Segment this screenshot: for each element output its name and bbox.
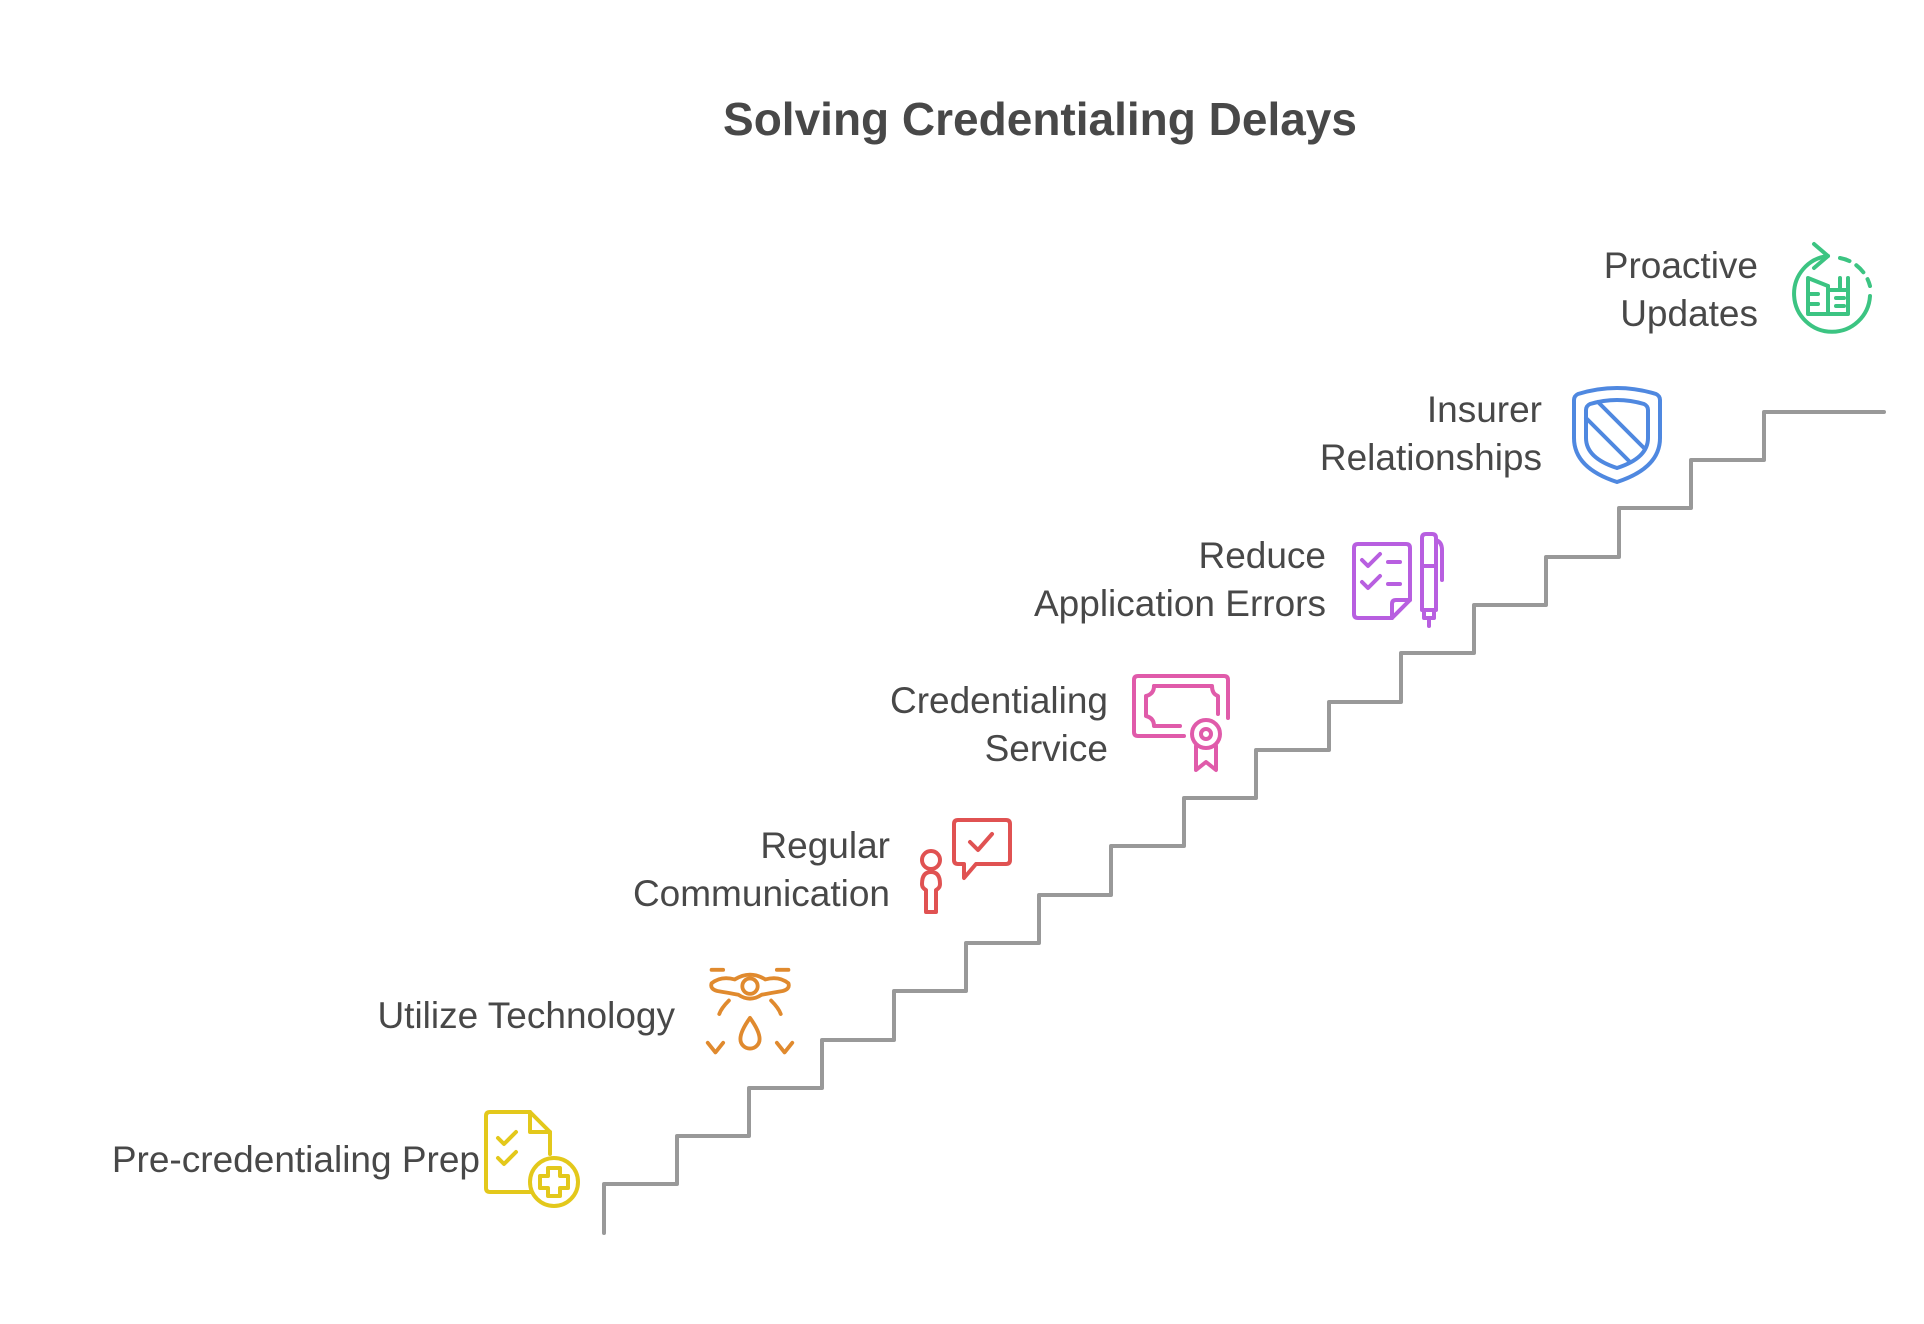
label-line: Communication bbox=[632, 873, 890, 914]
certificate-icon bbox=[1132, 674, 1232, 774]
label-line: Service bbox=[984, 728, 1108, 769]
step-label-insurer-relationships: Insurer Relationships bbox=[1220, 386, 1542, 482]
label-line: Proactive bbox=[1603, 245, 1758, 286]
label-line: Updates bbox=[1620, 293, 1758, 334]
label-line: Credentialing bbox=[889, 680, 1108, 721]
drone-sprayer-icon bbox=[702, 966, 798, 1062]
step-label-proactive-updates: Proactive Updates bbox=[1500, 242, 1758, 338]
checklist-pen-icon bbox=[1350, 530, 1450, 630]
label-line: Regular bbox=[760, 825, 890, 866]
step-label-regular-communication: Regular Communication bbox=[480, 822, 890, 918]
diagram-title: Solving Credentialing Delays bbox=[723, 93, 1357, 145]
person-chat-check-icon bbox=[916, 818, 1016, 918]
refresh-factory-icon bbox=[1784, 242, 1880, 338]
shield-icon bbox=[1570, 386, 1664, 486]
step-label-utilize-technology: Utilize Technology bbox=[250, 992, 675, 1040]
step-label-credentialing-service: Credentialing Service bbox=[760, 677, 1108, 773]
step-label-reduce-application-errors: Reduce Application Errors bbox=[950, 532, 1326, 628]
label-line: Application Errors bbox=[1033, 583, 1326, 624]
label-line: Utilize Technology bbox=[377, 995, 675, 1036]
label-line: Insurer bbox=[1426, 389, 1542, 430]
label-line: Reduce bbox=[1198, 535, 1326, 576]
label-line: Pre-credentialing Prep bbox=[111, 1139, 480, 1180]
checklist-plus-icon bbox=[482, 1110, 582, 1210]
label-line: Relationships bbox=[1319, 437, 1542, 478]
step-label-pre-credentialing-prep: Pre-credentialing Prep bbox=[40, 1136, 480, 1184]
